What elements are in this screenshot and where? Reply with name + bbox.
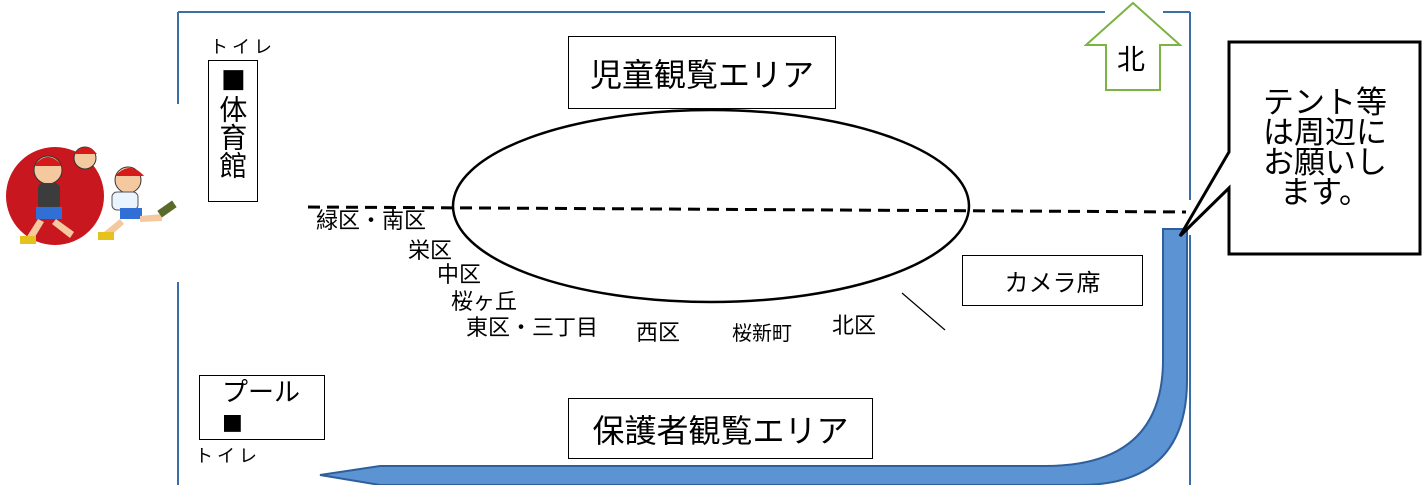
gym-marker: ■ (221, 64, 246, 94)
north-arrow-shape (1083, 1, 1183, 91)
callout-line-4: ます。 (1280, 175, 1370, 211)
toilet-bottom-label: トイレ (195, 446, 261, 467)
callout-line-2: は周辺に (1263, 115, 1387, 151)
district-higashi-sanchome: 東区・三丁目 (466, 316, 599, 341)
start-line (307, 205, 1187, 214)
callout-bubble (1178, 40, 1422, 256)
camera-seats-label: カメラ席 (1004, 269, 1101, 297)
district-naka: 中区 (437, 263, 482, 288)
district-sakae: 栄区 (408, 239, 453, 264)
children-viewing-area: 児童観覧エリア (568, 36, 836, 109)
district-sakuragaoka: 桜ヶ丘 (451, 290, 518, 315)
track-oval (451, 108, 971, 304)
logo-kids-ball (6, 146, 177, 245)
gymnasium-label: 体育館 (215, 95, 249, 179)
district-sakura-shinmachi: 桜新町 (732, 321, 792, 345)
callout-line-3: お願いし (1263, 145, 1387, 181)
camera-seats-box: カメラ席 (962, 255, 1143, 306)
guardian-viewing-area-label: 保護者観覧エリア (592, 411, 849, 450)
camera-pointer-line (901, 292, 946, 331)
children-viewing-area-label: 児童観覧エリア (589, 55, 814, 94)
route-arrow (319, 228, 1188, 485)
district-nishi: 西区 (636, 321, 681, 346)
district-midori-minami: 緑区・南区 (316, 209, 427, 234)
callout-line-1: テント等 (1263, 85, 1387, 121)
toilet-top-label: トイレ (210, 37, 276, 58)
callout-text: テント等 は周辺に お願いし ます。 (1232, 85, 1418, 211)
pool-marker: ■ (222, 410, 243, 435)
gymnasium-box: ■ 体育館 (208, 60, 258, 202)
field-boundary (177, 11, 1191, 485)
district-kita: 北区 (832, 314, 877, 339)
north-label: 北 (1117, 43, 1146, 76)
pool-label: プール (222, 378, 301, 408)
pool-box: プール ■ (199, 375, 325, 440)
guardian-viewing-area: 保護者観覧エリア (568, 398, 873, 459)
